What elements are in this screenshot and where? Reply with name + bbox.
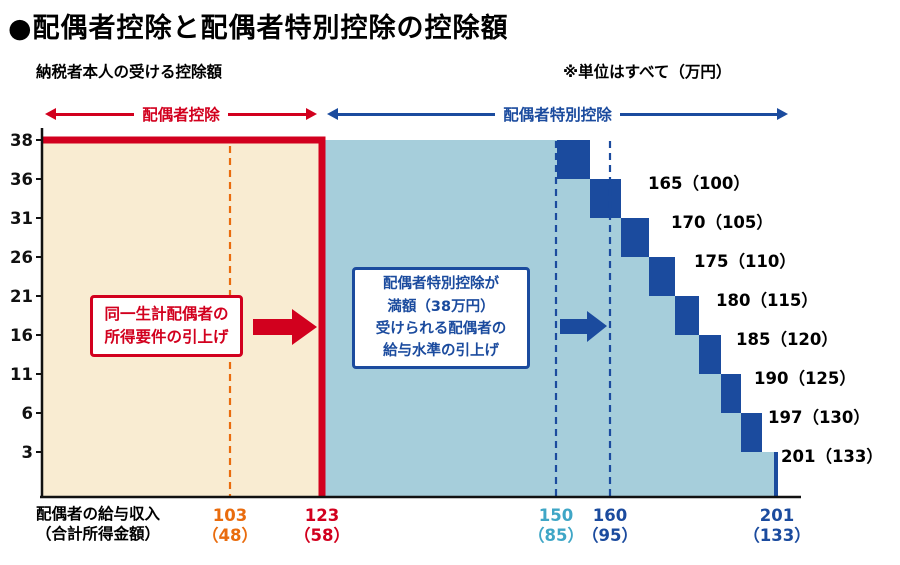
step-riser-block bbox=[741, 413, 762, 452]
step-riser-block bbox=[649, 257, 675, 296]
spousal-boundary-border bbox=[42, 136, 326, 497]
step-riser-block bbox=[699, 335, 721, 374]
x-axis-title-line2: （合計所得金額） bbox=[36, 525, 161, 544]
x-value-sublabel: （48） bbox=[202, 525, 258, 545]
special-deduction-area bbox=[322, 140, 778, 497]
special-deduction-range: 配偶者特別控除 bbox=[327, 106, 789, 124]
step-label: 170（105） bbox=[671, 212, 773, 232]
step-riser-block bbox=[590, 179, 621, 218]
x-value-sublabel: （85） bbox=[528, 525, 584, 545]
range-line bbox=[227, 112, 307, 116]
x-value-label: 103 bbox=[213, 506, 247, 525]
y-tick-label: 21 bbox=[10, 287, 33, 306]
x-value-label: 123 bbox=[305, 506, 339, 525]
step-label: 185（120） bbox=[736, 329, 838, 349]
x-value-label: 201 bbox=[760, 506, 794, 525]
x-value-sublabel: （133） bbox=[743, 525, 810, 545]
step-riser-block bbox=[621, 218, 649, 257]
y-axis-title: 納税者本人の受ける控除額 bbox=[36, 63, 223, 81]
chart-title: ●配偶者控除と配偶者特別控除の控除額 bbox=[8, 13, 509, 44]
step-label: 197（130） bbox=[768, 407, 870, 427]
step-riser-block bbox=[557, 140, 590, 179]
x-value-sublabel: （58） bbox=[294, 525, 350, 545]
step-label: 175（110） bbox=[694, 251, 796, 271]
step-riser-block bbox=[675, 296, 699, 335]
step-label: 180（115） bbox=[716, 290, 818, 310]
y-tick-label: 31 bbox=[10, 209, 33, 228]
x-value-label: 160 bbox=[593, 506, 627, 525]
y-tick-label: 11 bbox=[10, 365, 33, 384]
y-tick-label: 16 bbox=[10, 326, 33, 345]
full-deduction-callout: 配偶者特別控除が満額（38万円）受けられる配偶者の給与水準の引上げ bbox=[352, 267, 530, 369]
y-tick-label: 3 bbox=[22, 443, 33, 462]
final-step-edge bbox=[774, 452, 778, 497]
special-deduction-range-label: 配偶者特別控除 bbox=[503, 106, 612, 124]
range-line bbox=[619, 112, 778, 116]
step-label: 201（133） bbox=[781, 446, 883, 466]
y-tick-label: 38 bbox=[10, 131, 33, 150]
y-tick-label: 36 bbox=[10, 170, 33, 189]
x-axis-title: 配偶者の給与収入 （合計所得金額） bbox=[36, 504, 160, 544]
arrow-left-icon bbox=[327, 108, 338, 120]
x-value-label: 150 bbox=[539, 506, 573, 525]
income-requirement-callout: 同一生計配偶者の所得要件の引上げ bbox=[90, 295, 243, 357]
step-label: 165（100） bbox=[648, 173, 750, 193]
arrow-left-icon bbox=[45, 108, 56, 120]
y-tick-label: 6 bbox=[22, 404, 33, 423]
range-line bbox=[338, 112, 496, 116]
arrow-right-icon bbox=[306, 108, 318, 120]
spousal-deduction-range: 配偶者控除 bbox=[45, 106, 318, 124]
arrow-right-icon bbox=[777, 108, 789, 120]
y-tick-label: 26 bbox=[10, 248, 33, 267]
spousal-deduction-range-label: 配偶者控除 bbox=[142, 106, 220, 124]
unit-note: ※単位はすべて（万円） bbox=[563, 63, 732, 81]
x-axis-title-line1: 配偶者の給与収入 bbox=[36, 505, 161, 523]
x-value-sublabel: （95） bbox=[582, 525, 638, 545]
step-riser-block bbox=[721, 374, 741, 413]
range-line bbox=[56, 112, 135, 116]
step-label: 190（125） bbox=[754, 368, 856, 388]
